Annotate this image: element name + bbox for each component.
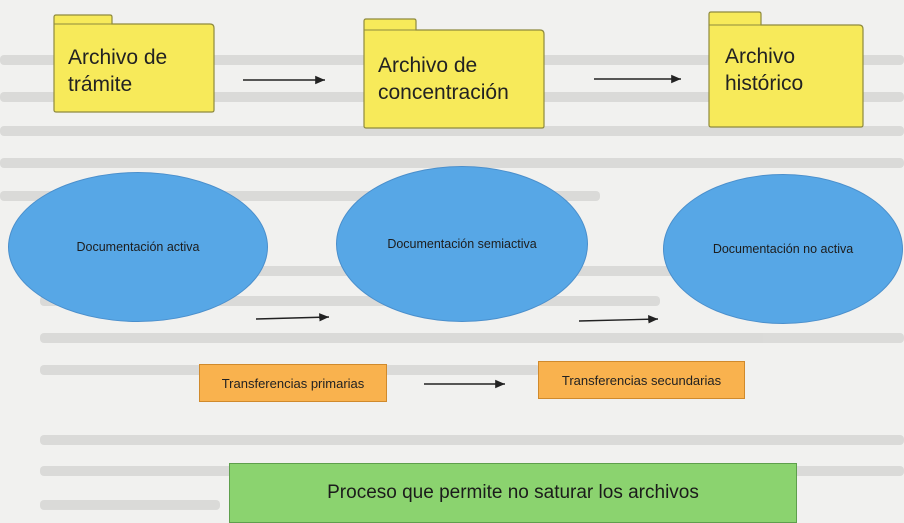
transfer-label: Transferencias secundarias	[561, 372, 722, 388]
folder-label-line2: concentración	[378, 81, 509, 104]
transfer-label: Transferencias primarias	[221, 375, 365, 391]
folder-label-line2: histórico	[725, 72, 804, 95]
folder-label-line2: trámite	[68, 73, 133, 96]
folder-icon	[363, 18, 545, 129]
stage-documentacion-activa: Documentación activa	[8, 172, 268, 322]
folder-archivo-historico: Archivo histórico	[707, 11, 865, 129]
summary-label: Proceso que permite no saturar los archi…	[327, 482, 699, 503]
stage-label: Documentación no activa	[712, 242, 854, 256]
stage-label: Documentación semiactiva	[387, 237, 537, 251]
folder-label-line1: Archivo de	[68, 46, 168, 69]
stage-label: Documentación activa	[76, 240, 200, 254]
summary-box: Proceso que permite no saturar los archi…	[229, 463, 797, 523]
folder-icon	[53, 14, 215, 113]
transfer-primarias-box: Transferencias primarias	[199, 364, 387, 402]
stage-documentacion-semiactiva: Documentación semiactiva	[336, 166, 588, 322]
stage-documentacion-no-activa: Documentación no activa	[663, 174, 903, 324]
folder-label-line1: Archivo de	[378, 54, 478, 77]
folder-archivo-tramite: Archivo de trámite	[52, 14, 216, 114]
folder-label-line1: Archivo	[725, 45, 796, 68]
folder-icon	[708, 11, 864, 128]
transfer-secundarias-box: Transferencias secundarias	[538, 361, 745, 399]
folder-archivo-concentracion: Archivo de concentración	[362, 18, 546, 130]
